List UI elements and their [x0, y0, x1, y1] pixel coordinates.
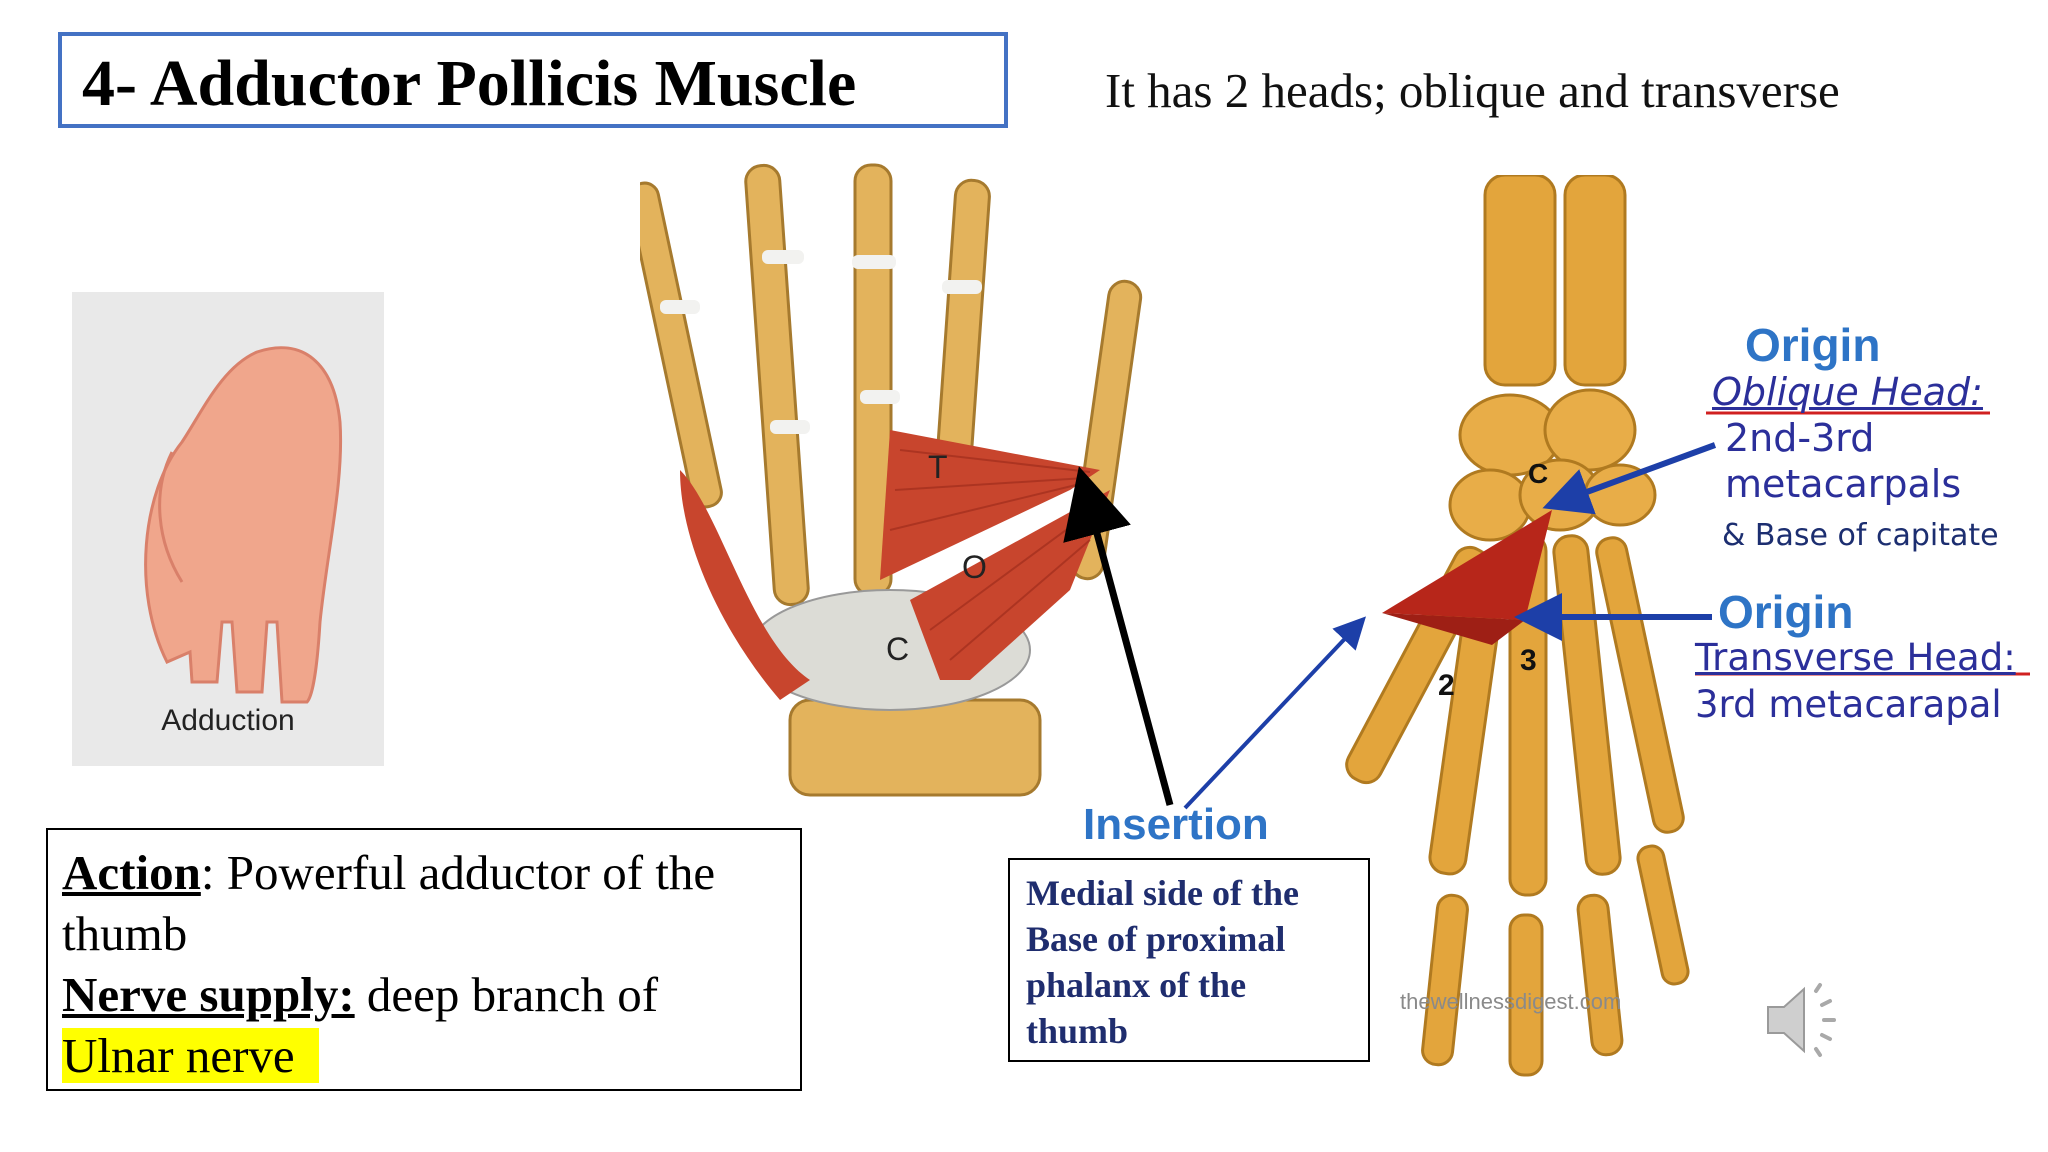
- nerve-supply-label: Nerve supply:: [62, 967, 355, 1022]
- origin-oblique-heading: Origin: [1745, 319, 1881, 371]
- palm-muscle-diagram: T O C: [640, 163, 1143, 797]
- watermark: thewellnessdigest.com: [1400, 989, 1621, 1014]
- adduction-photo: Adduction: [72, 292, 384, 766]
- letter-c: C: [886, 631, 909, 667]
- transverse-head-label: Transverse Head:: [1695, 636, 2016, 679]
- adductor-muscle: [1382, 510, 1552, 620]
- insertion-heading: Insertion: [1083, 800, 1269, 849]
- title-box: 4- Adductor Pollicis Muscle: [58, 32, 1008, 128]
- speaker-icon[interactable]: [1760, 975, 1840, 1065]
- action-info-box: Action: Powerful adductor of the thumb N…: [46, 828, 802, 1091]
- insertion-arrow-black: [1063, 466, 1174, 806]
- oblique-head-label: Oblique Head:: [1712, 370, 1983, 414]
- oblique-origin-line1: 2nd-3rd: [1725, 416, 1875, 460]
- hand-illustration: [144, 346, 343, 704]
- action-label: Action: [62, 845, 201, 900]
- forearm-bones: [1483, 175, 1627, 387]
- transverse-origin-line1: 3rd metacarapal: [1695, 683, 2002, 726]
- insertion-box: Medial side of the Base of proximal phal…: [1008, 858, 1370, 1062]
- insertion-arrow-blue: [1183, 616, 1366, 810]
- nerve-supply-text: deep branch of: [354, 967, 659, 1022]
- metacarpal-2-label: 2: [1438, 669, 1455, 702]
- letter-t: T: [928, 449, 948, 485]
- letter-o: O: [962, 549, 987, 585]
- metacarpal-3-label: 3: [1520, 644, 1537, 677]
- oblique-head: [910, 490, 1110, 680]
- oblique-origin-line2: metacarpals: [1725, 462, 1962, 506]
- ulnar-nerve-highlight: Ulnar nerve: [62, 1028, 319, 1083]
- oblique-origin-line3: & Base of capitate: [1722, 518, 1999, 553]
- phalanges: [1421, 844, 1690, 1077]
- origin-transverse-heading: Origin: [1718, 586, 1854, 638]
- slide-subtitle: It has 2 heads; oblique and transverse: [1105, 63, 1840, 118]
- slide-title: 4- Adductor Pollicis Muscle: [82, 47, 857, 120]
- insertion-text: Medial side of the Base of proximal phal…: [1026, 873, 1299, 1051]
- action-text: : Powerful adductor of the thumb: [62, 845, 716, 961]
- joint-caps: [660, 250, 982, 434]
- adduction-caption: Adduction: [161, 704, 295, 737]
- oblique-origin-arrow: [1542, 442, 1717, 515]
